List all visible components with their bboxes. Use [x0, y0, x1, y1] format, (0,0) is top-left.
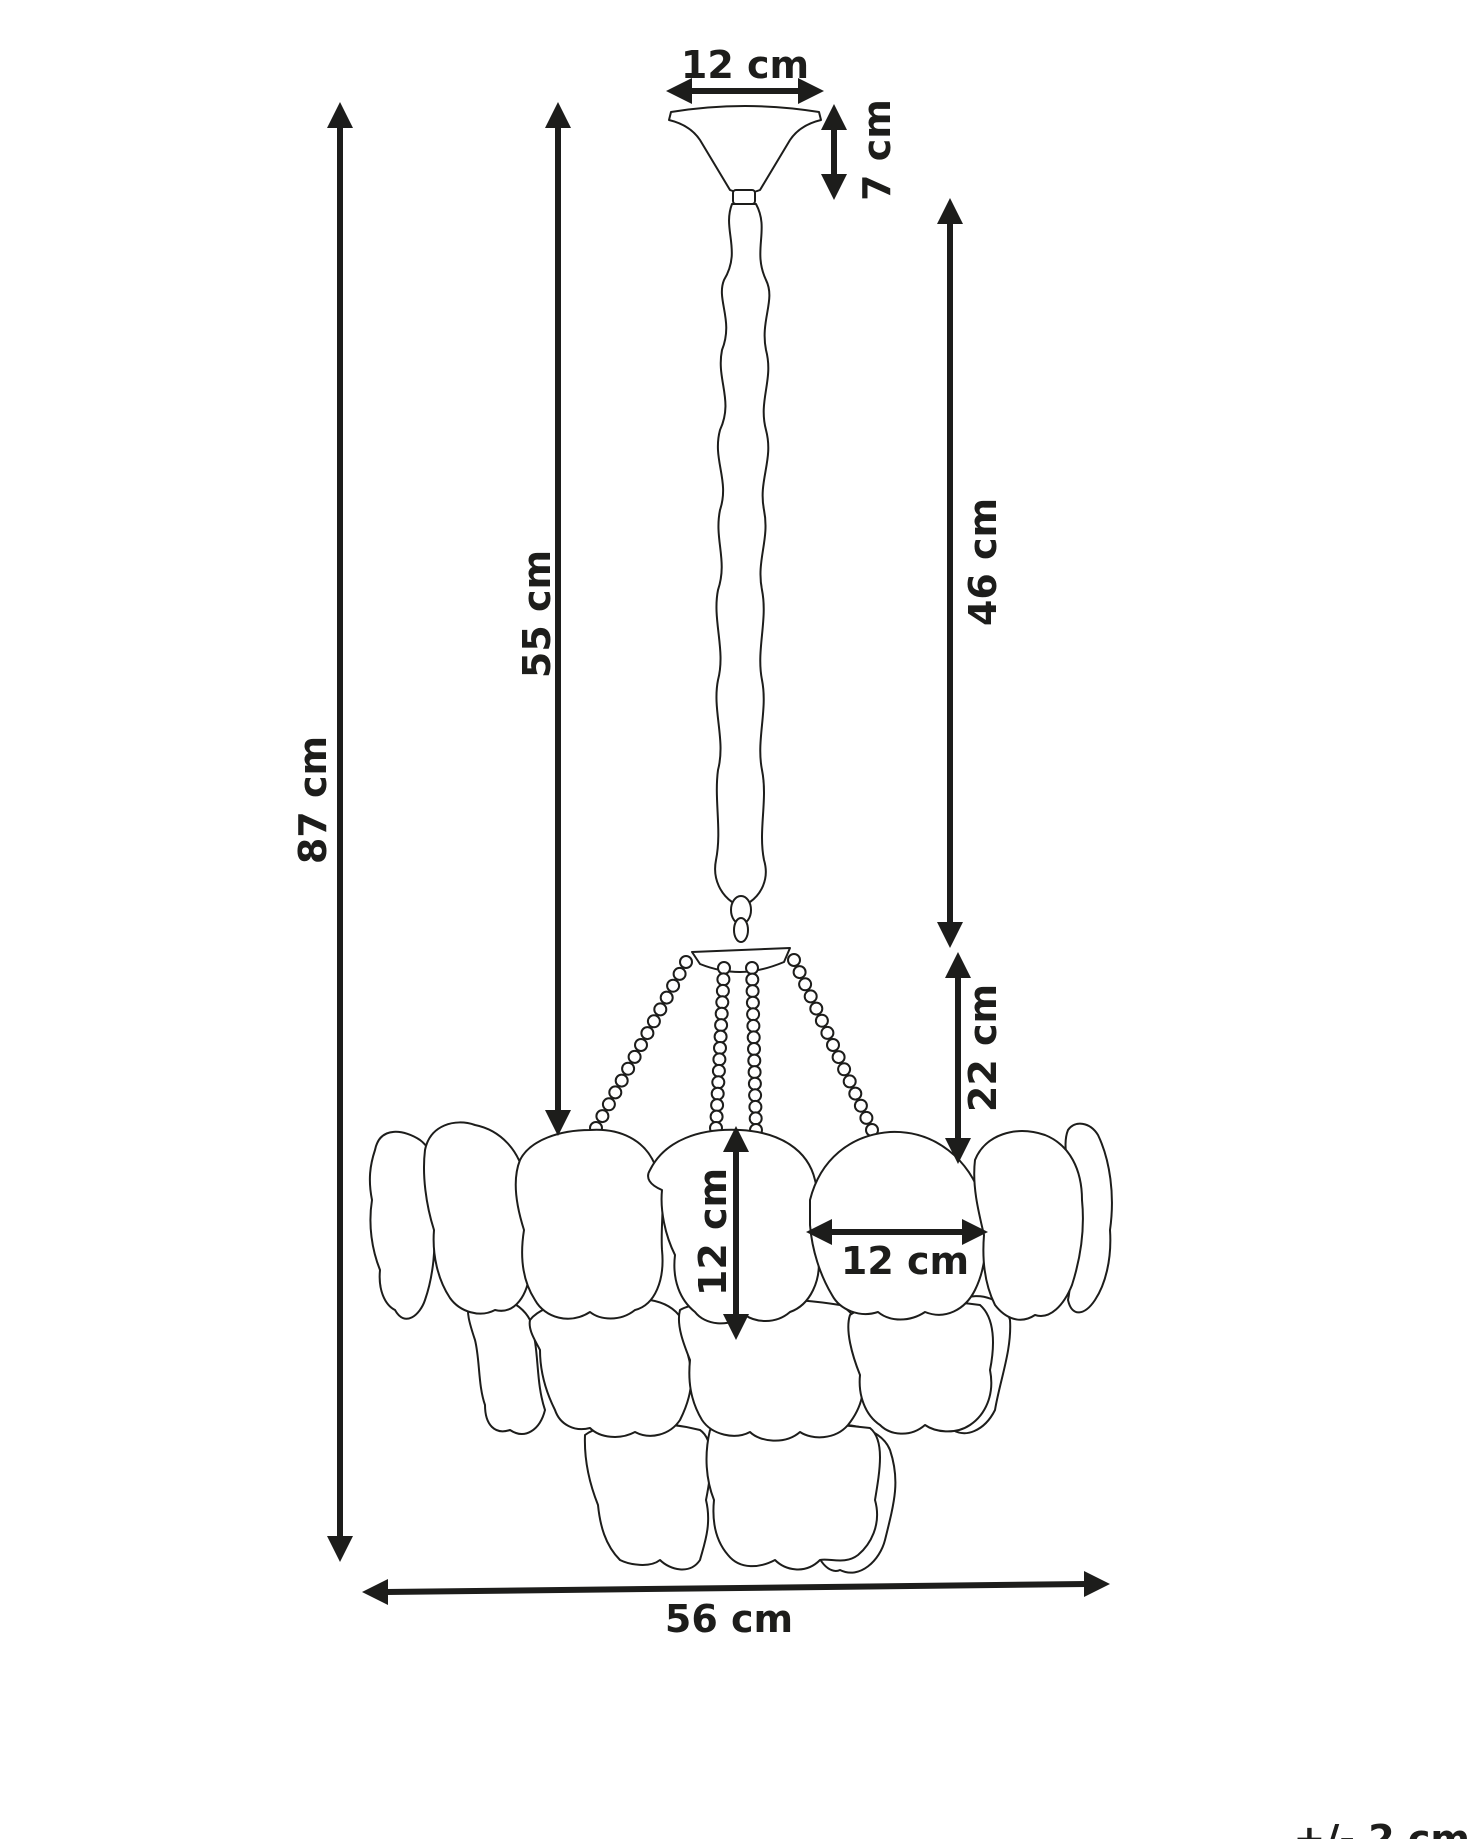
bead	[831, 1050, 846, 1065]
arrow-body-height	[945, 952, 971, 1164]
bead	[621, 1061, 636, 1076]
label-canopy-width: 12 cm	[681, 43, 809, 87]
bead	[746, 1018, 761, 1033]
bead	[709, 1109, 724, 1124]
bead	[715, 983, 730, 998]
bead	[803, 989, 818, 1004]
bead	[798, 977, 813, 992]
ceiling-canopy	[668, 105, 822, 205]
bead	[820, 1025, 835, 1040]
bead	[809, 1001, 824, 1016]
label-tolerance: +/- 2 cm	[1293, 1817, 1470, 1839]
bead	[745, 984, 760, 999]
label-total-width: 56 cm	[665, 1597, 793, 1641]
bead	[714, 1006, 729, 1021]
arrow-total-width	[362, 1571, 1110, 1605]
arrow-chain-length	[937, 198, 963, 948]
shell-top-right	[973, 1130, 1084, 1321]
bead	[666, 978, 681, 993]
bead	[826, 1038, 840, 1052]
shell-tiers	[368, 1121, 1113, 1574]
bead	[853, 1098, 868, 1113]
bead	[710, 1086, 725, 1101]
bead	[595, 1109, 610, 1124]
bead	[646, 1014, 661, 1029]
bead	[747, 1042, 761, 1056]
bead	[745, 995, 760, 1010]
label-shell-width: 12 cm	[841, 1239, 969, 1283]
bead	[711, 1063, 726, 1078]
bead	[712, 1052, 727, 1067]
bead	[748, 1088, 763, 1103]
label-shell-height: 12 cm	[691, 1168, 735, 1296]
shell-bottom-left	[583, 1422, 712, 1571]
bead	[745, 972, 760, 987]
arrow-shell-width	[806, 1219, 988, 1245]
arrow-drop-height	[545, 102, 571, 1136]
bead	[745, 961, 759, 975]
bead	[715, 995, 730, 1010]
bead	[679, 955, 693, 969]
arrow-canopy-height	[821, 104, 847, 200]
label-total-height: 87 cm	[291, 736, 335, 864]
bead	[710, 1098, 725, 1113]
bead	[640, 1026, 655, 1041]
suspension-chain	[714, 203, 771, 943]
label-body-height: 22 cm	[961, 984, 1005, 1112]
bead	[672, 966, 687, 981]
bead	[814, 1013, 829, 1028]
bead	[717, 961, 731, 975]
dimension-arrows	[327, 78, 1110, 1605]
bead	[713, 1041, 727, 1055]
bead	[848, 1086, 863, 1101]
bead	[787, 953, 801, 967]
arrow-shell-height	[723, 1126, 749, 1340]
bead	[713, 1029, 728, 1044]
bead	[627, 1049, 642, 1064]
bead	[842, 1074, 857, 1089]
label-canopy-height: 7 cm	[855, 99, 899, 201]
label-drop-height: 55 cm	[515, 550, 559, 678]
arrow-canopy-width	[666, 78, 824, 104]
bead	[601, 1097, 616, 1112]
bead	[711, 1075, 726, 1090]
bead	[614, 1073, 629, 1088]
label-chain-length: 46 cm	[961, 498, 1005, 626]
bead	[634, 1038, 648, 1052]
bead	[748, 1111, 763, 1126]
shell-top-center-right	[809, 1130, 987, 1321]
bead	[859, 1110, 874, 1125]
shell-middle-right	[847, 1300, 994, 1435]
bead	[747, 1065, 762, 1080]
shell-bottom-center	[705, 1420, 881, 1571]
bead	[716, 972, 731, 987]
bead	[747, 1053, 762, 1068]
dimension-labels: 12 cm 7 cm 87 cm 55 cm 46 cm 22 cm 12 cm…	[291, 43, 1470, 1839]
shell-top-far-left	[368, 1130, 438, 1320]
shell-top-left	[423, 1121, 531, 1315]
bead	[653, 1002, 668, 1017]
bead-hub	[691, 947, 791, 973]
bead-strands	[589, 953, 879, 1137]
bead	[747, 1076, 762, 1091]
bead	[748, 1099, 763, 1114]
shell-top-center-left	[514, 1128, 664, 1320]
bead	[714, 1018, 729, 1033]
bead	[608, 1085, 623, 1100]
bead	[746, 1007, 761, 1022]
bead	[659, 990, 674, 1005]
arrow-total-height	[327, 102, 353, 1562]
bead	[746, 1030, 761, 1045]
bead	[837, 1062, 852, 1077]
bead	[792, 965, 807, 980]
